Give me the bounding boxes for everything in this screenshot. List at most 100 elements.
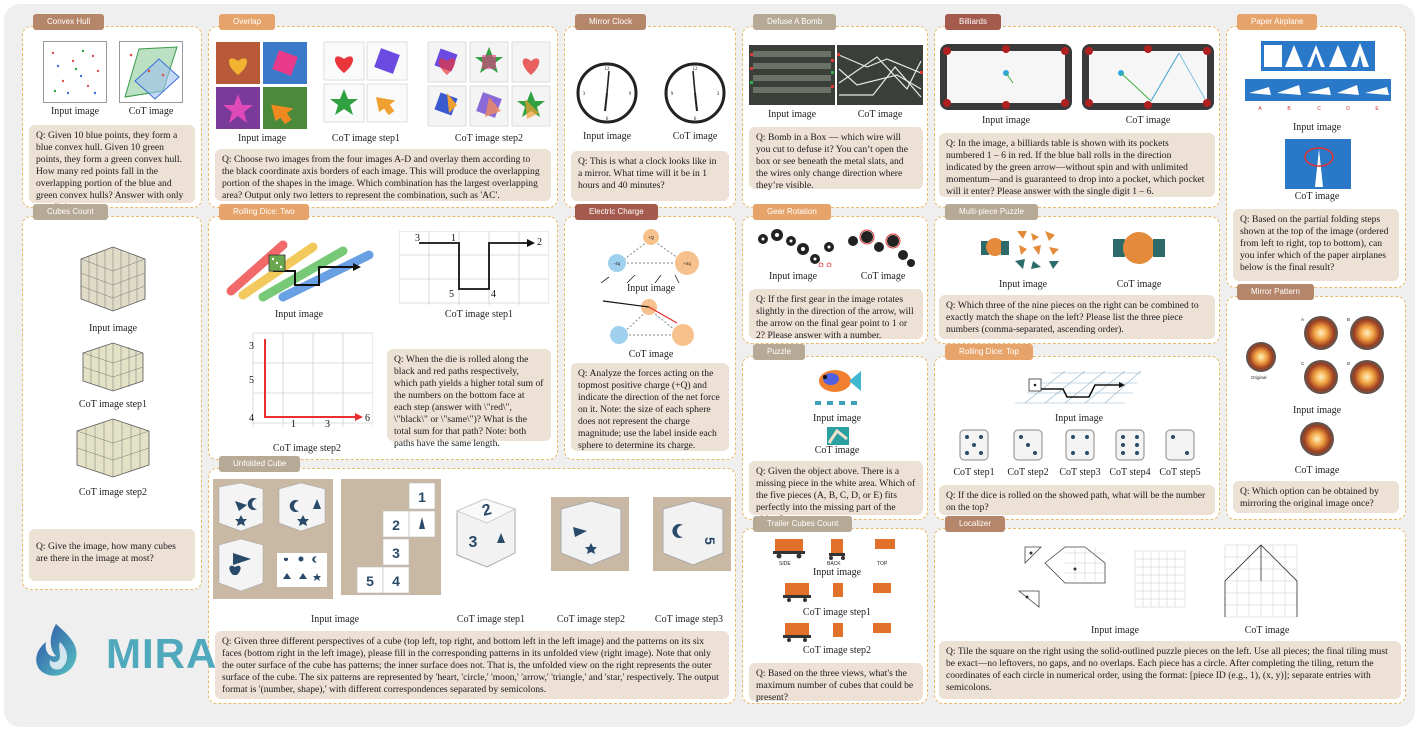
panel-title: Puzzle: [753, 344, 806, 360]
panel-electric-charge: Electric Charge +Q-4q+4q Input image CoT…: [564, 204, 736, 460]
unfolded-cube-cot-step3: 5: [653, 497, 731, 571]
caption-step1: CoT step1: [953, 467, 995, 478]
caption-input: Input image: [88, 323, 138, 334]
panel-title: Convex Hull: [33, 14, 105, 30]
svg-text:3: 3: [717, 92, 720, 97]
question-text: Q: Bomb in a Box — which wire will you c…: [749, 127, 923, 191]
caption-cot: CoT image: [1294, 191, 1340, 202]
option-letter: D: [1346, 106, 1350, 112]
caption-cot: CoT image: [128, 106, 174, 117]
caption-input: Input image: [1090, 625, 1140, 636]
cubes-cot-step1: [82, 342, 144, 392]
flame-logo-icon: [36, 624, 77, 676]
caption-cot-step3: CoT image step3: [654, 614, 724, 625]
dice-step-5: [1165, 429, 1195, 461]
grid-label: 3: [325, 419, 330, 427]
caption-input: Input image: [237, 133, 287, 144]
panel-cubes-count: Cubes Count Input image CoT image step1 …: [22, 204, 202, 590]
overlap-cot-step2: [427, 41, 551, 127]
question-text: Q: Which three of the nine pieces on the…: [939, 295, 1215, 339]
svg-text:3: 3: [583, 92, 586, 97]
caption-cot-step1: CoT image step1: [456, 614, 526, 625]
svg-text:12: 12: [693, 67, 699, 72]
multi-puzzle-input-image: [981, 231, 1059, 269]
charge-label: -4q: [614, 261, 621, 266]
charge-label: +Q: [648, 235, 655, 240]
caption-cot-step1: CoT image step1: [78, 399, 148, 410]
caption-step4: CoT step4: [1109, 467, 1151, 478]
panel-convex-hull: Convex Hull Input image CoT image Q: Giv…: [22, 14, 202, 213]
net-digit: 3: [392, 545, 400, 561]
figure-frame: Convex Hull Input image CoT image Q: Giv…: [4, 4, 1415, 727]
caption-input: Input image: [768, 271, 818, 282]
pattern-label: C: [1301, 361, 1305, 366]
svg-text:9: 9: [671, 92, 674, 97]
question-text: Q: If the first gear in the image rotate…: [749, 289, 923, 341]
caption-input: Input image: [582, 131, 632, 142]
question-text: Q: In the image, a billiards table is sh…: [939, 133, 1215, 197]
svg-text:9: 9: [629, 92, 632, 97]
question-text: Q: Tile the square on the right using th…: [939, 641, 1401, 699]
localizer-grid: [1134, 550, 1186, 608]
convex-hull-cot-image: [119, 41, 183, 103]
question-text: Q: If the dice is rolled on the showed p…: [939, 485, 1215, 515]
electric-charge-cot-image: [602, 299, 694, 346]
caption-input: Input image: [981, 115, 1031, 126]
paper-airplane-folding-steps: [1261, 41, 1375, 71]
panel-title: Billiards: [945, 14, 1002, 30]
panel-title: Localizer: [945, 516, 1006, 532]
panel-title: Paper Airplane: [1237, 14, 1318, 30]
dice-step-2: [1013, 429, 1043, 461]
panel-title: Gear Rotation: [753, 204, 831, 220]
dice-step-4: [1115, 429, 1145, 461]
caption-input: Input image: [812, 567, 862, 578]
caption-cot: CoT image: [1294, 465, 1340, 476]
caption-input: Input image: [812, 413, 862, 424]
electric-charge-input-image: +Q-4q+4q: [600, 229, 699, 283]
question-text: Q: Given the object above. There is a mi…: [749, 461, 923, 525]
localizer-cot-image: [1224, 544, 1298, 618]
net-digit: 5: [366, 573, 374, 589]
overlap-input-image: [216, 42, 307, 129]
multi-puzzle-cot-image: [1113, 232, 1165, 264]
caption-step5: CoT step5: [1159, 467, 1201, 478]
svg-text:12: 12: [605, 67, 611, 72]
caption-cot: CoT image: [672, 131, 718, 142]
unfolded-cube-cot-step1: 23: [455, 498, 517, 568]
paper-airplane-cot-image: [1285, 139, 1351, 189]
unfolded-cube-cot-step2: [551, 497, 629, 571]
question-text: Q: Give the image, how many cubes are th…: [29, 529, 195, 581]
panel-rolling-dice-top: Rolling Dice: Top Input image CoT step1 …: [934, 344, 1220, 520]
unfolded-cube-input-image: [213, 479, 333, 599]
caption-cot-step2: CoT image step2: [78, 487, 148, 498]
puzzle-cot-image: [827, 427, 849, 445]
question-text: Q: Analyze the forces acting on the topm…: [571, 363, 729, 451]
question-text: Q: Given three different perspectives of…: [215, 631, 729, 699]
question-text: Q: Based on the three views, what's the …: [749, 663, 923, 703]
panel-localizer: Localizer Input image CoT image Q: Tile …: [934, 516, 1406, 704]
cubes-cot-step2: [76, 418, 150, 478]
caption-input: Input image: [1292, 122, 1342, 133]
panel-overlap: Overlap Input image CoT image step1 CoT …: [208, 14, 558, 208]
caption-cot-step2: CoT image step2: [272, 443, 342, 454]
grid-label: 1: [291, 419, 296, 427]
dice-top-input-image: [1015, 370, 1141, 404]
grid-label: 2: [537, 237, 542, 248]
localizer-input-image: [1017, 546, 1106, 608]
panel-title: Rolling Dice: Two: [219, 204, 309, 220]
svg-text:5: 5: [702, 537, 718, 545]
panel-title: Multi-piece Puzzle: [945, 204, 1038, 220]
caption-step3: CoT step3: [1059, 467, 1101, 478]
caption-input: Input image: [1054, 413, 1104, 424]
trailer-cot-step2: [783, 623, 891, 642]
cube-digit: 3: [469, 534, 478, 551]
billiards-input-image: [940, 44, 1072, 110]
caption-cot-step2: CoT image step2: [454, 133, 524, 144]
gear-input-image: [758, 229, 834, 267]
